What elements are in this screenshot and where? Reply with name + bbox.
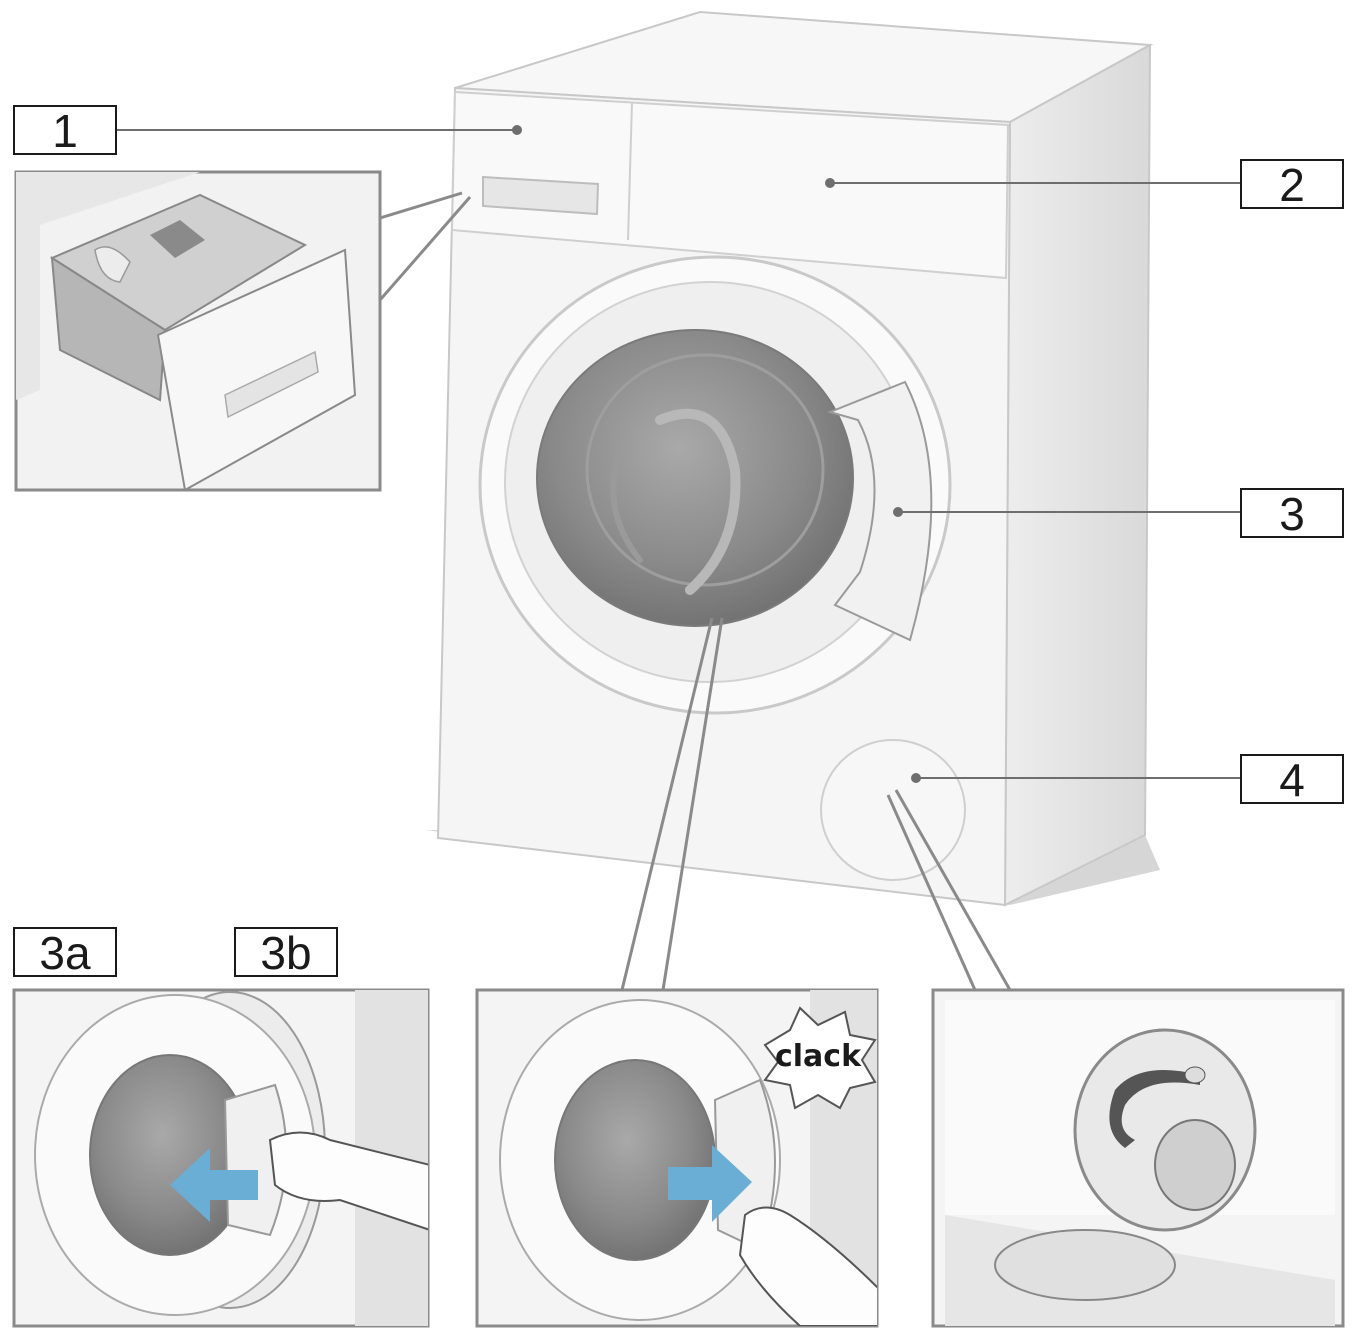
callout-3a: 3a (13, 927, 117, 979)
inset-leaders (620, 617, 1012, 991)
inset-detergent-drawer (14, 170, 472, 492)
machine-side (1003, 43, 1152, 907)
callout-1: 1 (13, 105, 117, 157)
callout-3b: 3b (234, 927, 338, 979)
callout-3b-label: 3b (260, 927, 311, 979)
callout-3-label: 3 (1279, 488, 1305, 540)
detergent-drawer-handle (482, 175, 600, 216)
callout-1-label: 1 (52, 105, 78, 157)
washing-machine (425, 10, 1160, 907)
inset-open-door (12, 988, 430, 1328)
callout-3a-label: 3a (39, 927, 91, 979)
hand-icon (738, 1206, 877, 1326)
callout-2-label: 2 (1279, 159, 1305, 211)
hand-icon (268, 1131, 428, 1231)
callout-4-label: 4 (1279, 754, 1305, 806)
callout-4: 4 (1240, 754, 1344, 806)
service-flap (820, 739, 966, 881)
flap-cover (994, 1229, 1176, 1301)
inset-close-door: clack (475, 988, 879, 1328)
sound-effect-text: clack (775, 1039, 862, 1074)
burst-icon (763, 1006, 877, 1110)
left-arrow-icon (170, 1148, 258, 1222)
inset-service-flap (931, 988, 1345, 1328)
callout-3: 3 (1240, 488, 1344, 540)
control-panel (450, 90, 1010, 280)
callout-2: 2 (1240, 159, 1344, 211)
callout-leaders (116, 125, 1240, 783)
door-handle (826, 380, 933, 642)
door-glass (536, 329, 854, 627)
right-arrow-icon (668, 1145, 752, 1222)
